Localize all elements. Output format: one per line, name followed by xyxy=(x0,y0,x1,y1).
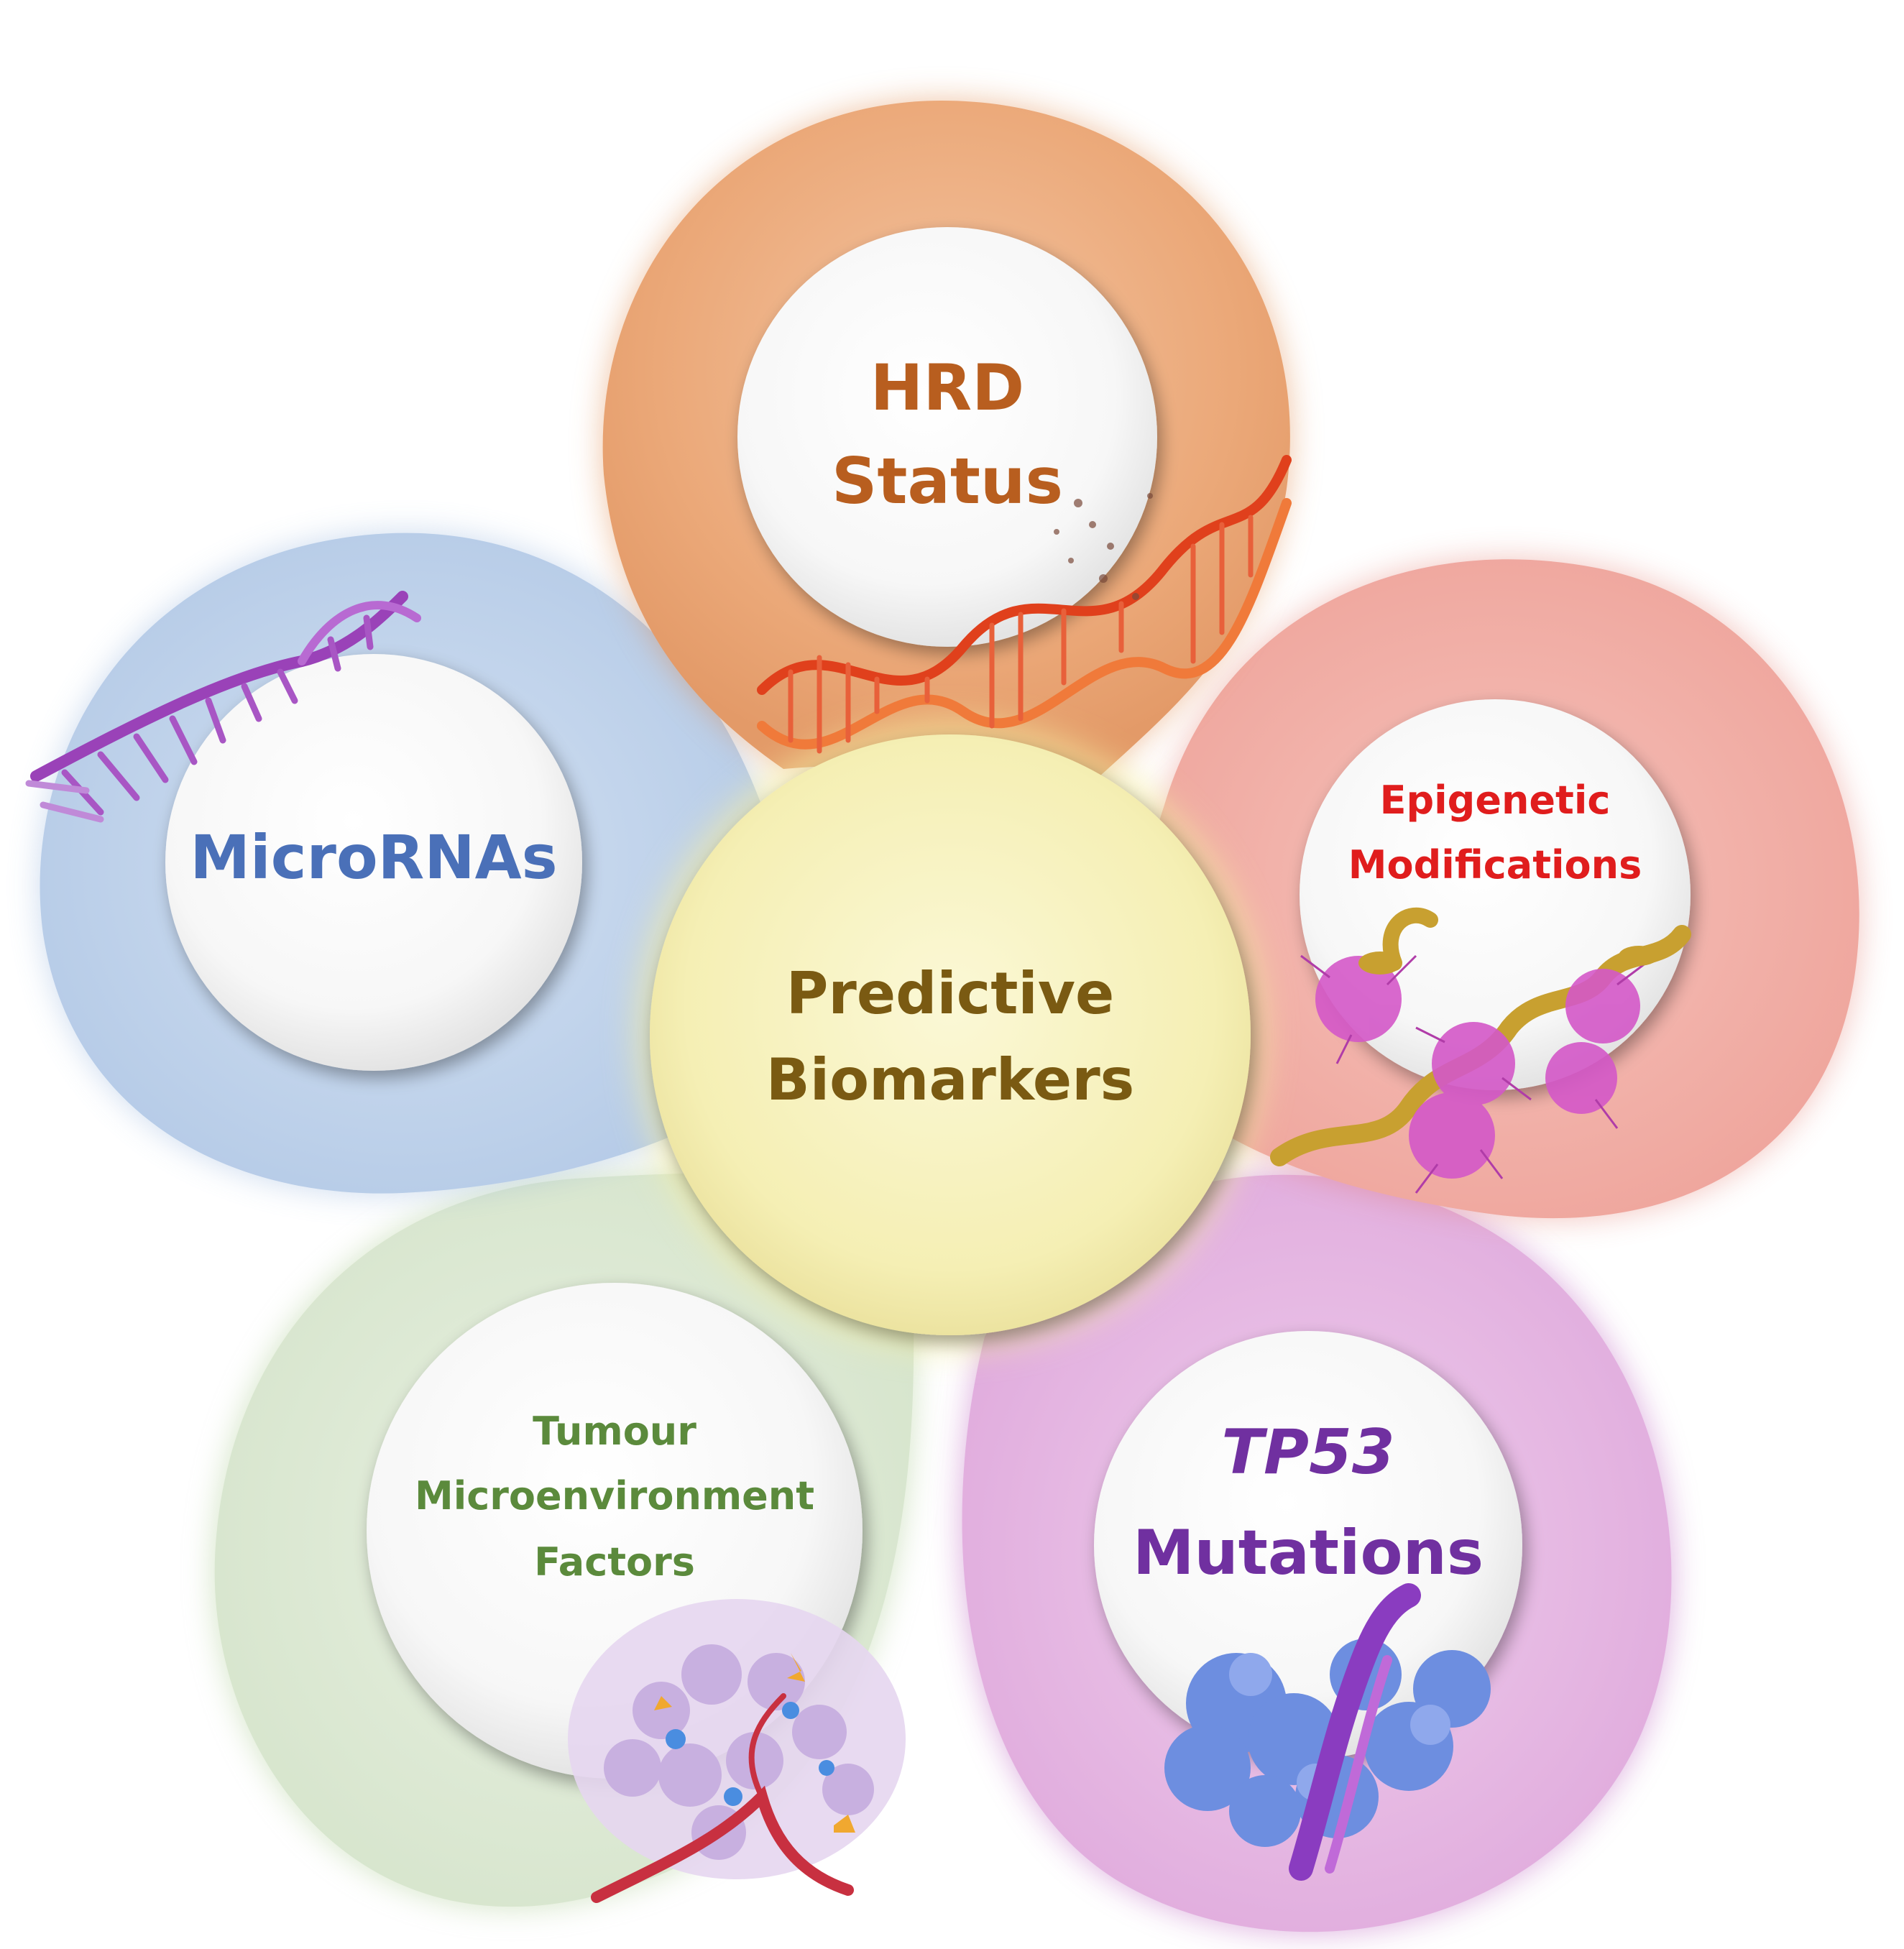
center-label-line1: Predictive xyxy=(786,960,1115,1027)
hrd-label: HRD Status xyxy=(832,351,1063,518)
hrd-inner-circle xyxy=(737,227,1157,647)
microrna-inner-circle xyxy=(165,654,582,1071)
center-circle xyxy=(650,734,1251,1335)
rna-strand-icon xyxy=(25,591,421,823)
tp53-label-line2: Mutations xyxy=(1133,1517,1484,1589)
chromatin-nucleosome-icon xyxy=(1270,907,1691,1194)
tumour-cell-cluster-icon xyxy=(568,1599,906,1903)
tp53-label-line1: TP53 xyxy=(1221,1416,1394,1488)
microrna-label: MicroRNAs xyxy=(190,822,557,893)
epigenetic-label: Epigenetic Modifications xyxy=(1348,778,1642,888)
p53-protein-dna-complex-icon xyxy=(1164,1583,1491,1881)
epigenetic-label-line2: Modifications xyxy=(1348,842,1642,888)
hrd-label-line2: Status xyxy=(832,444,1063,518)
tumour-label-line3: Factors xyxy=(534,1539,695,1585)
tp53-label: TP53 Mutations xyxy=(1133,1416,1484,1589)
tumour-label: Tumour Microenvironment Factors xyxy=(415,1409,814,1585)
tp53-inner-circle xyxy=(1094,1331,1522,1759)
hrd-label-line1: HRD xyxy=(870,351,1024,425)
epigenetic-label-line1: Epigenetic xyxy=(1380,778,1611,823)
tumour-label-line2: Microenvironment xyxy=(415,1473,814,1519)
broken-dna-helix-icon xyxy=(757,455,1292,754)
tumour-label-line1: Tumour xyxy=(533,1409,696,1454)
center-label-line2: Biomarkers xyxy=(766,1046,1135,1113)
center-label: Predictive Biomarkers xyxy=(766,960,1135,1113)
